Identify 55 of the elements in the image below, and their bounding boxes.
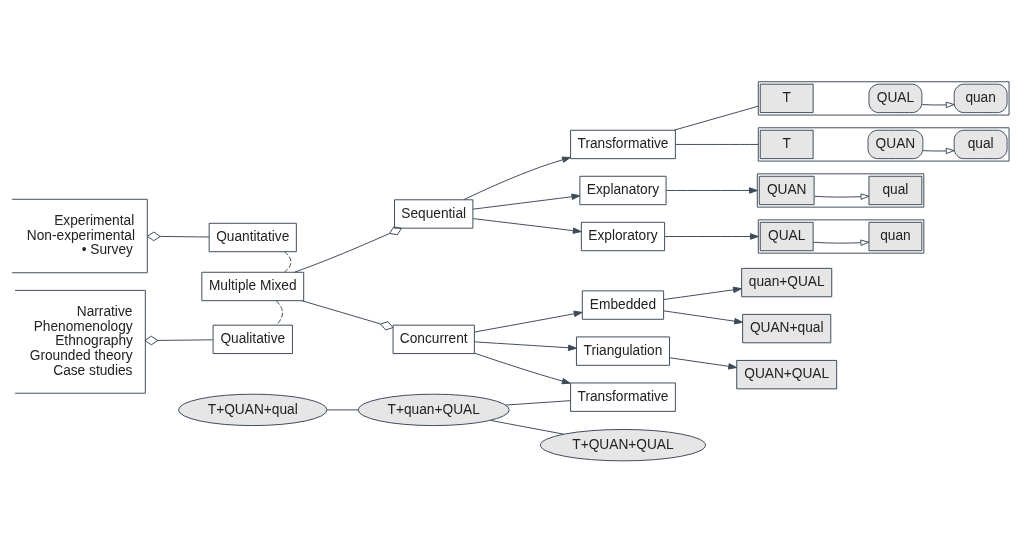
connector [673,105,759,131]
node-box: quan [868,221,923,252]
arrow [472,218,582,234]
node-text: Experimental Non-experimental • Survey [26,212,135,258]
node-box: Quantitative [208,222,297,253]
arrow [463,156,571,201]
arrow [664,233,759,240]
node-box: T [759,83,814,114]
node-box: QUAN+QUAL [736,359,838,390]
node-box: Embedded [581,290,665,320]
connector [675,143,759,145]
node-box: quan+QUAL [741,267,833,298]
node-ellipse: T+quan+QUAL [357,393,510,427]
arrow [813,193,870,200]
arrow [669,357,738,370]
node-ellipse: T+QUAN+QUAL [539,428,707,462]
node-box: Exploratory [580,221,666,252]
connector [490,419,564,435]
node-box: QUAN [758,175,815,206]
node-ellipse: T+QUAN+qual [178,393,328,427]
arrow [922,147,955,155]
arrow [663,310,743,325]
connector [275,300,283,326]
node-box: Transformative [570,382,676,412]
connector [146,231,210,242]
arrow [473,341,577,351]
node-box: Triangulation [575,336,670,366]
node-box: QUAN+qual [742,313,832,344]
arrow [473,310,583,333]
connector [301,300,394,331]
node-box: Multiple Mixed [201,271,305,302]
node-box: T [759,129,814,160]
arrow [921,101,955,109]
node-box: Transformative [570,129,676,160]
arrow [472,193,581,210]
arrow [812,239,870,246]
arrow [663,286,742,300]
node-box: QUAN [867,129,924,160]
node-box: QUAL [759,221,814,252]
connector [283,251,292,273]
node-box: Sequential [394,199,474,229]
node-box: Qualitative [212,324,293,355]
node-box: Concurrent [392,324,475,355]
connector [294,226,402,273]
node-text: Narrative Phenomenology Ethnography Grounded theory Case studies [29,304,133,378]
arrow [665,187,758,194]
arrow [474,352,571,385]
node-box: qual [868,175,923,206]
node-box: Explanatory [579,175,667,206]
connector [144,335,214,346]
connector [505,400,571,406]
node-box: QUAL [868,83,923,114]
connector [326,409,359,411]
node-box: quan [953,83,1008,114]
node-box: qual [953,129,1008,160]
